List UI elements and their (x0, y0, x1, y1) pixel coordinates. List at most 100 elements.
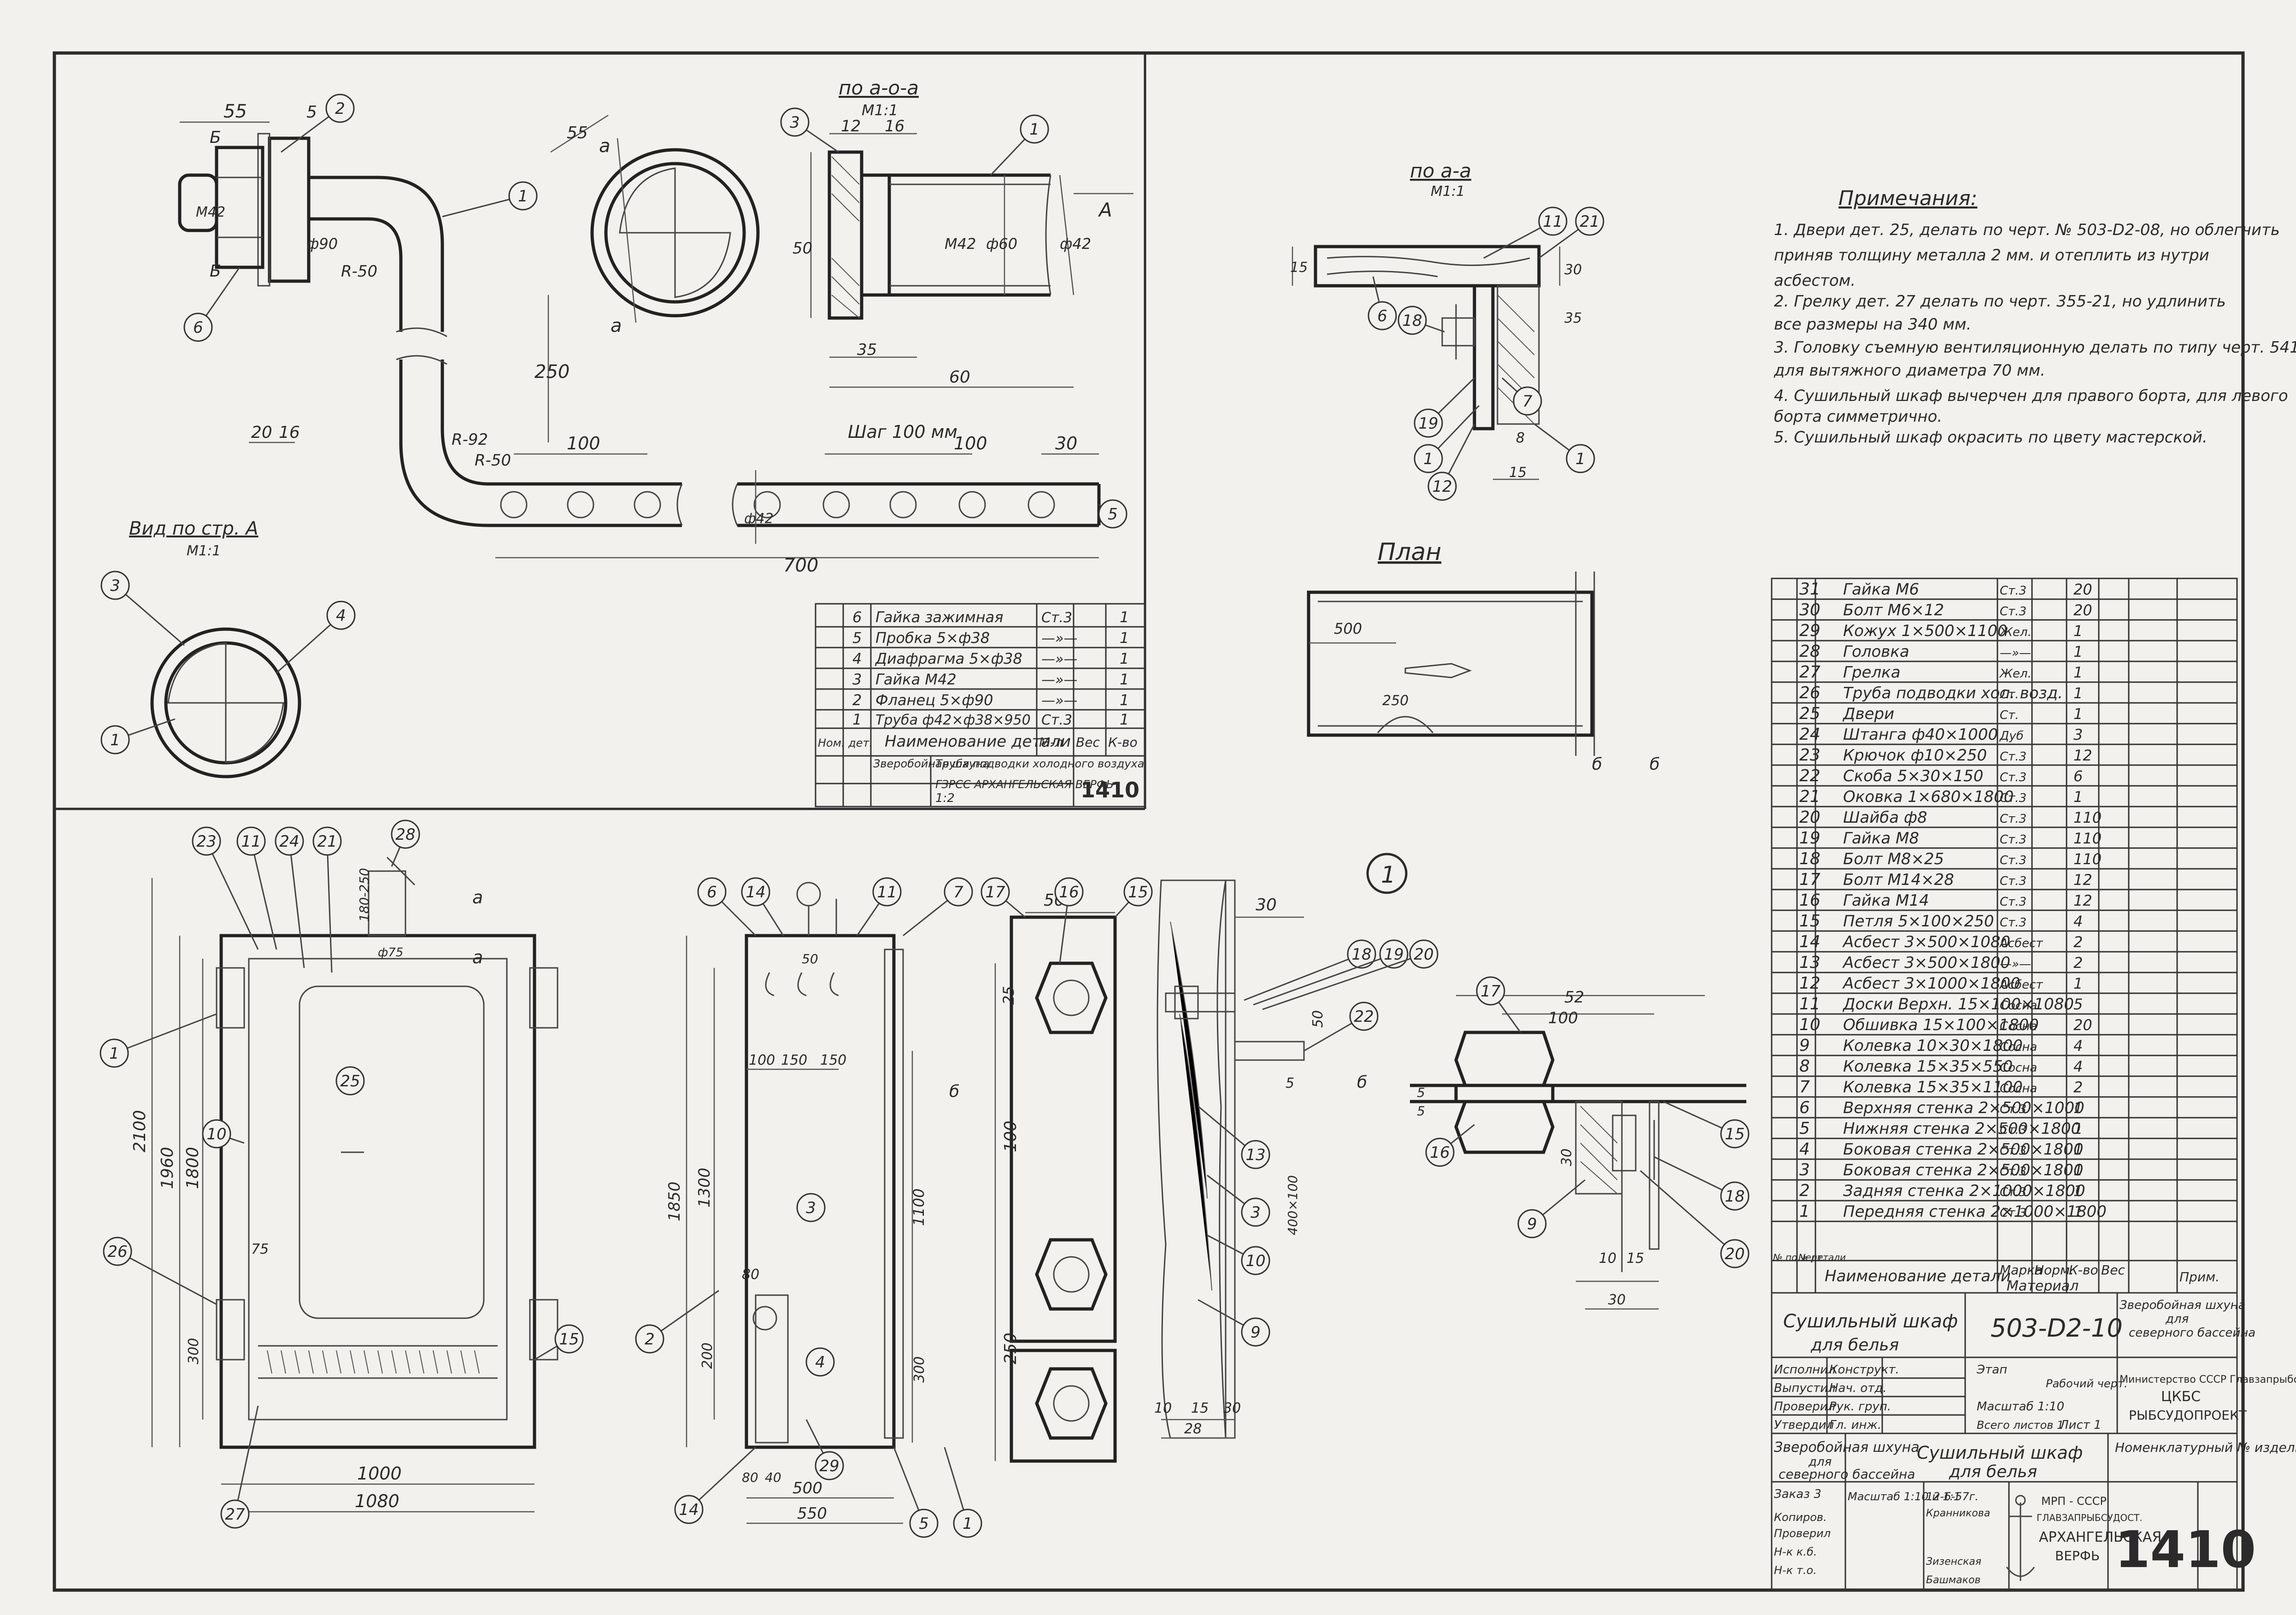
bom-cell-no: 3 (1799, 1161, 1810, 1179)
bom-cell-no: 12 (1799, 974, 1820, 993)
dim-100-side: 100 (749, 1052, 775, 1068)
bom-cell-name: Нижняя стенка 2×500×1800 (1843, 1120, 2081, 1138)
callout-balloon (192, 826, 221, 856)
callout-balloon (312, 826, 342, 856)
st-row-qty: 1 (1120, 711, 1129, 728)
bom-h-no: № по черт. (1773, 1252, 1826, 1263)
callout-balloon (508, 181, 538, 211)
bom-cell-material: Ст.3 (2000, 833, 2026, 847)
bom-cell-qty: 2 (2073, 954, 2083, 972)
dim-1850: 1850 (665, 1181, 684, 1221)
bom-cell-qty: 1 (2073, 705, 2083, 723)
st-row-no: 4 (852, 650, 862, 667)
dim-f90: ф90 (306, 235, 338, 253)
callout-balloon (1379, 939, 1409, 969)
dim-1000: 1000 (357, 1463, 402, 1484)
callout-label: 20 (1725, 1245, 1744, 1263)
st-scale: 1:2 (935, 791, 955, 805)
callout-label: 25 (340, 1072, 360, 1090)
callout-label: 27 (225, 1505, 245, 1524)
bom-cell-material: —»— (2000, 957, 2031, 971)
tb-nomenclature: Номенклатурный № изделия (2115, 1440, 2296, 1455)
bolt-detail (1410, 995, 1746, 1310)
bom-cell-name: Асбест 3×500×1800 (1842, 954, 2010, 972)
bom-cell-name: Верхняя стенка 2×500×1000 (1843, 1099, 2085, 1117)
callout-label: 12 (1432, 477, 1452, 496)
callout-balloon (103, 1237, 132, 1266)
step-label: Шаг 100 мм (848, 422, 957, 442)
callout-label: 4 (336, 607, 346, 625)
tb-working: Рабочий черт. (2046, 1377, 2127, 1390)
st-row-no: 2 (852, 691, 862, 709)
callout-label: 20 (1414, 945, 1433, 964)
bom-cell-name: Задняя стенка 2×1000×1800 (1843, 1182, 2085, 1200)
bom-cell-qty: 4 (2073, 913, 2083, 930)
st-row-mat: —»— (1041, 672, 1078, 688)
callout-balloon (1427, 472, 1457, 501)
dim-f42-pipe: ф42 (744, 511, 774, 527)
bom-cell-no: 22 (1799, 766, 1820, 785)
callout-balloon (909, 1509, 939, 1538)
callout-label: 18 (1725, 1187, 1744, 1206)
callout-label: 26 (107, 1243, 127, 1261)
view-a-scale: М1:1 (187, 543, 221, 559)
view-a-title: Вид по стр. А (129, 518, 258, 539)
bom-cell-qty: 12 (2073, 747, 2092, 764)
shipyard-logo (2006, 1495, 2035, 1581)
st-row-name: Пробка 5×ф38 (875, 629, 990, 647)
dim-15-aa: 15 (1290, 259, 1308, 276)
tb-shipyard-l1: АРХАНГЕЛЬСКАЯ (2039, 1529, 2161, 1545)
st-row-no: 1 (852, 711, 862, 728)
tb-role-3: Утвердил (1774, 1418, 1834, 1432)
tb-sign2: Башмаков (1926, 1574, 1981, 1586)
dim-150-b: 150 (820, 1052, 846, 1068)
tb-vessel-b1: Зверобойная шхуна (1774, 1439, 1920, 1456)
callout-label: 10 (1245, 1252, 1265, 1270)
callout-label: 1 (1029, 120, 1039, 139)
tb-vessel-b2: для (1808, 1455, 1832, 1469)
callout-label: 24 (279, 832, 299, 851)
dim-40: 40 (765, 1470, 781, 1485)
bom-cell-name: Кожух 1×500×1100 (1843, 622, 2008, 640)
dim-30-aa: 30 (1564, 262, 1582, 278)
callout-label: 11 (1543, 212, 1562, 231)
bom-cell-no: 10 (1799, 1015, 1820, 1034)
bom-cell-no: 28 (1799, 642, 1820, 661)
callout-label: 1 (110, 731, 120, 749)
st-row-no: 5 (852, 629, 862, 647)
callout-leader (206, 841, 259, 950)
radius-50a: R-50 (475, 451, 511, 470)
note-line: все размеры на 340 мм. (1774, 315, 1971, 334)
callout-label: 3 (806, 1199, 816, 1217)
bom-h-det: № детали (1798, 1252, 1846, 1263)
callout-balloon (1517, 1209, 1547, 1238)
dim-f42: ф42 (1060, 235, 1091, 253)
dim-16b: 16 (885, 117, 904, 136)
bom-cell-no: 18 (1799, 849, 1820, 868)
tb-sheets: Всего листов 1 (1977, 1419, 2064, 1432)
callout-circle-1 (1366, 853, 1408, 894)
dim-180-250: 180-250 (357, 868, 372, 922)
bom-cell-name: Шайба ф8 (1843, 808, 1927, 827)
st-row-qty: 1 (1120, 650, 1129, 667)
letter-a-front-top: а (472, 887, 483, 908)
letter-b-side: б (949, 1082, 959, 1101)
note-line: для вытяжного диаметра 70 мм. (1773, 361, 2045, 380)
tb-vessel-l2: для (2165, 1312, 2189, 1326)
callout-label: 6 (707, 883, 717, 902)
callout-leader (117, 1250, 217, 1305)
bom-cell-no: 26 (1799, 684, 1820, 702)
dim-5-hinge: 5 (1286, 1075, 1294, 1091)
bom-cell-qty: 4 (2073, 1037, 2083, 1055)
st-h-qty: К-во (1108, 735, 1138, 750)
bom-cell-no: 7 (1799, 1078, 1810, 1096)
section-aoa-cut (810, 133, 1133, 388)
washer (257, 133, 270, 287)
bom-cell-no: 19 (1799, 829, 1820, 848)
bom-h-name: Наименование детали (1825, 1267, 2011, 1285)
bom-cell-name: Болт М14×28 (1843, 871, 1954, 889)
tb-role3-1: Проверил (1774, 1527, 1831, 1540)
note-line: борта симметрично. (1774, 407, 1942, 426)
